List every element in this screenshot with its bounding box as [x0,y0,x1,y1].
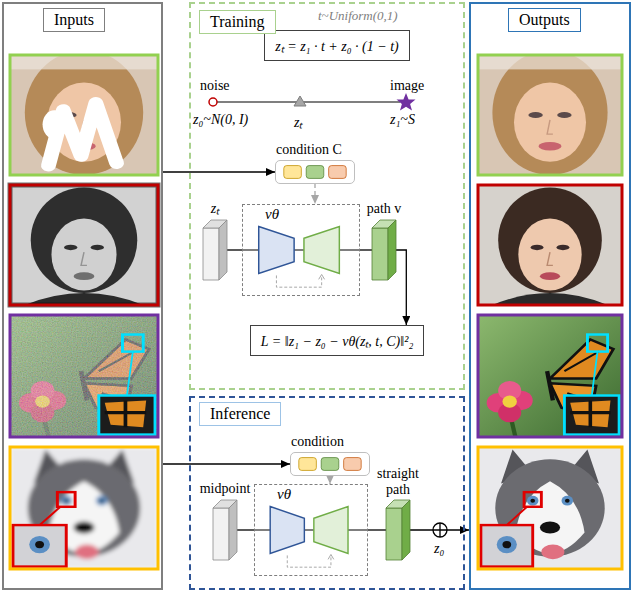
inputs-panel: Inputs [2,2,163,590]
outputs-panel: Outputs [469,2,631,590]
unet-network [243,205,359,295]
tensor-label: condition [291,434,344,450]
formula-text: L = ‖z₁ − z₀ − vθ(zₜ, t, C)‖²₂ [261,331,414,350]
network-label: vθ [265,206,279,223]
inference-panel: Inference condition midpoint vθ straight pat… [189,396,465,590]
tensor-slab [386,500,410,560]
training-panel: Training zₜ = z₁ · t + z₀ · (1 − t) condit… [189,2,465,390]
network-box: vθ [242,204,360,296]
connector [227,249,242,250]
math-label: zₜ [294,112,302,131]
input-tensor: zₜ [203,220,227,280]
unet-network [255,485,367,575]
math-label: t~Uniform(0,1) [318,8,398,24]
condition-tokens [276,161,354,183]
input-tensor: midpoint [213,500,237,560]
formula-text: zₜ = z₁ · t + z₀ · (1 − t) [275,36,399,55]
connector [163,463,290,464]
connector [396,250,406,325]
network-box: vθ [254,484,368,576]
panel-heading: Training [199,10,276,34]
formula-box: zₜ = z₁ · t + z₀ · (1 − t) [264,30,410,61]
connector [329,476,330,484]
tensor-slab [203,220,227,280]
panel-heading: Inputs [43,8,105,32]
output-tensor: path v [372,220,396,280]
condition-tokens [291,453,369,475]
network-label: vθ [277,486,291,503]
panel-heading: Outputs [508,8,581,32]
connector [237,529,254,530]
math-label: z₀~N(0, I) [193,112,248,128]
tensor-label: zₜ [211,198,219,217]
connector [314,184,315,204]
output-tensor: straight path [386,500,410,560]
tensor-slab [372,220,396,280]
math-label: noise [200,78,230,94]
math-label: image [390,78,424,94]
math-label: z₀ [434,541,444,557]
tensor-label: straight path [371,466,425,497]
condition-box: condition C [275,160,355,184]
connector [360,249,372,250]
panel-heading: Inference [199,402,281,426]
plus-symbol [433,523,447,537]
connector [368,529,386,530]
condition-box: condition [290,452,370,476]
tensor-label: condition C [276,142,342,158]
tensor-slab [213,500,237,560]
connector [163,171,275,172]
tensor-label: path v [367,201,402,217]
tensor-label: midpoint [200,481,251,497]
math-label: z₁~S [390,112,415,128]
loss-box: L = ‖z₁ − z₀ − vθ(zₜ, t, C)‖²₂ [250,325,425,356]
